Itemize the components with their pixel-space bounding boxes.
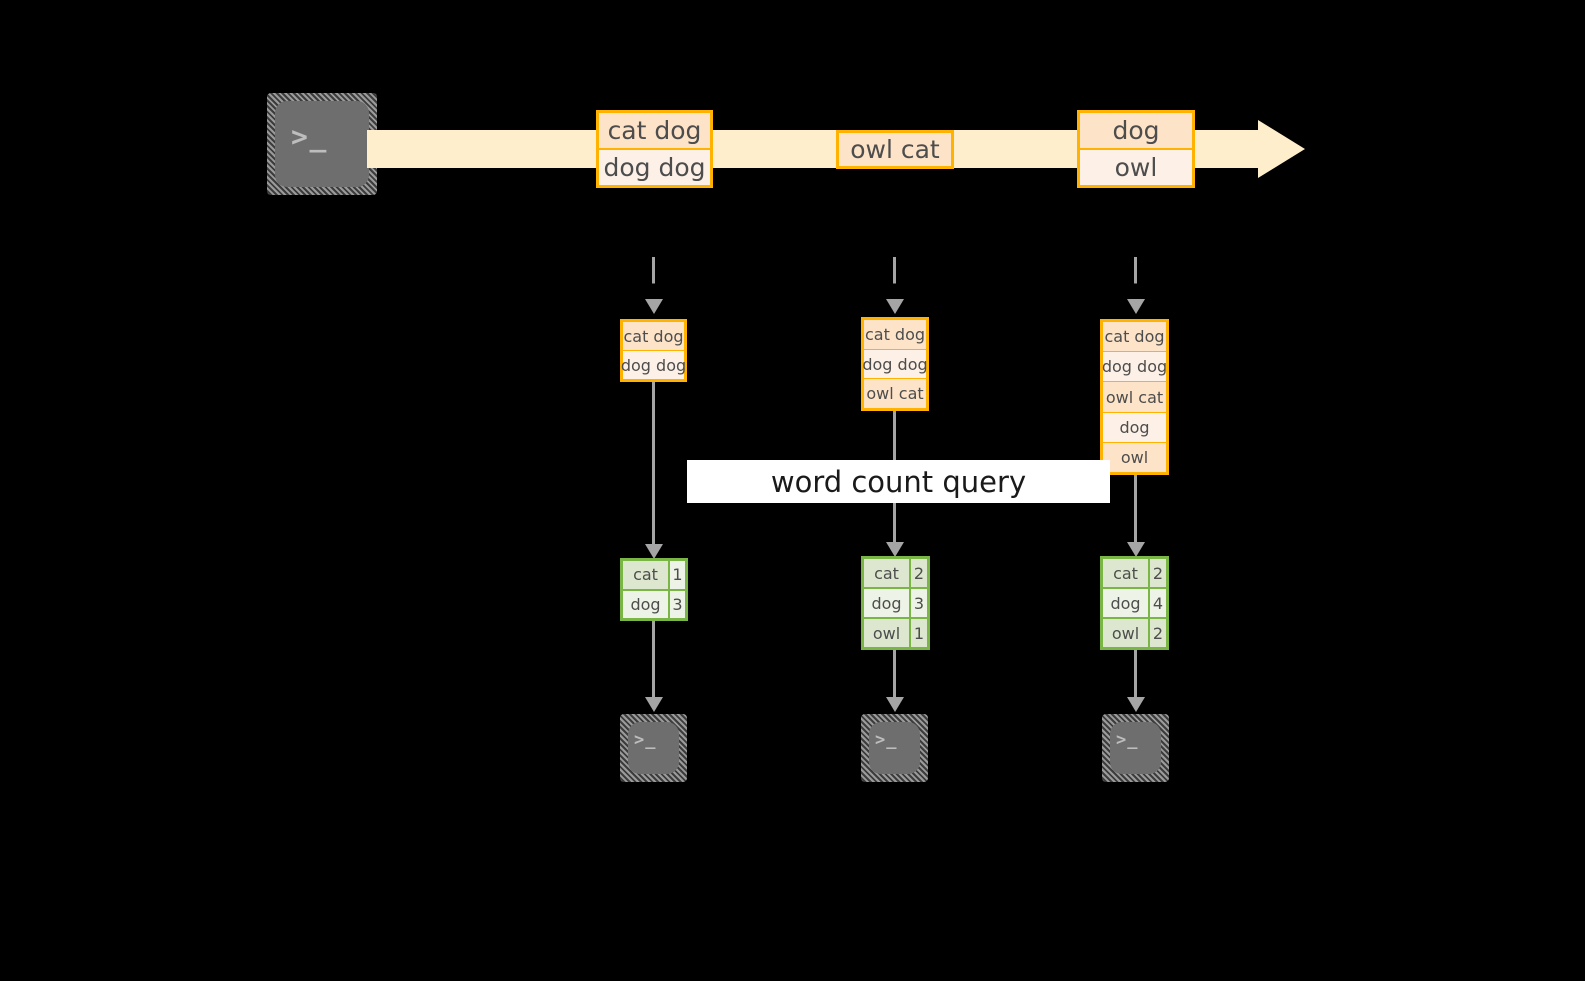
result-word: dog xyxy=(1103,589,1148,617)
terminal-prompt-glyph: >_ xyxy=(875,730,898,750)
table-row: owl 1 xyxy=(864,617,927,647)
stream-record-line: owl xyxy=(1080,148,1192,185)
terminal-body xyxy=(628,722,679,774)
result-count: 4 xyxy=(1148,589,1166,617)
stream-record-line: cat dog xyxy=(599,113,710,148)
snapshot-line: cat dog xyxy=(623,322,684,350)
table-row: dog 4 xyxy=(1103,587,1166,617)
result-to-sink-arrow-line-3 xyxy=(1134,650,1137,699)
result-count: 1 xyxy=(909,619,927,647)
snapshot-line: dog dog xyxy=(621,350,686,379)
snapshot-to-result-arrow-line-1 xyxy=(652,382,655,547)
result-table-1: cat 1 dog 3 xyxy=(620,558,688,621)
result-word: owl xyxy=(1103,619,1148,647)
event-stream-arrowhead xyxy=(1258,120,1305,178)
sink-terminal-icon-2: >_ xyxy=(861,714,928,782)
terminal-prompt-glyph: >_ xyxy=(634,730,657,750)
stream-record-2: owl cat xyxy=(836,130,954,169)
snapshot-to-result-arrow-line-3 xyxy=(1134,475,1137,545)
snapshot-line: dog dog xyxy=(1102,351,1167,382)
query-label-band: word count query xyxy=(687,460,1110,503)
sink-terminal-icon-1: >_ xyxy=(620,714,687,782)
result-to-sink-arrow-head-2 xyxy=(886,697,904,712)
result-table-3: cat 2 dog 4 owl 2 xyxy=(1100,556,1169,650)
snapshot-line: dog xyxy=(1103,411,1166,442)
table-row: cat 2 xyxy=(1103,559,1166,587)
snapshot-to-result-arrow-head-3 xyxy=(1127,542,1145,557)
snapshot-to-result-arrow-head-2 xyxy=(886,542,904,557)
result-to-sink-arrow-line-1 xyxy=(652,621,655,699)
result-word: dog xyxy=(623,590,668,618)
snapshot-line: owl cat xyxy=(864,378,926,409)
result-word: owl xyxy=(864,619,909,647)
result-to-sink-arrow-head-1 xyxy=(645,697,663,712)
stream-to-snapshot-arrow-line-3 xyxy=(1134,257,1137,303)
result-to-sink-arrow-line-2 xyxy=(893,650,896,699)
table-row: cat 1 xyxy=(623,561,685,589)
stream-to-snapshot-arrow-head-2 xyxy=(886,299,904,314)
snapshot-line: cat dog xyxy=(1103,322,1166,352)
snapshot-to-result-arrow-head-1 xyxy=(645,544,663,559)
stream-to-snapshot-arrow-head-3 xyxy=(1127,299,1145,314)
terminal-body xyxy=(869,722,920,774)
result-word: cat xyxy=(623,561,668,589)
table-row: dog 3 xyxy=(864,587,927,617)
result-word: cat xyxy=(864,559,909,587)
stream-record-line: dog xyxy=(1080,113,1192,148)
result-count: 2 xyxy=(1148,559,1166,587)
stream-record-1: cat dog dog dog xyxy=(596,110,713,188)
snapshot-line: owl cat xyxy=(1103,381,1166,412)
snapshot-line: dog dog xyxy=(862,348,928,379)
snapshot-box-1: cat dog dog dog xyxy=(620,319,687,382)
result-to-sink-arrow-head-3 xyxy=(1127,697,1145,712)
stream-record-line: owl cat xyxy=(839,133,951,166)
sink-terminal-icon-3: >_ xyxy=(1102,714,1169,782)
result-count: 2 xyxy=(1148,619,1166,647)
source-terminal-icon: >_ xyxy=(267,93,377,195)
result-count: 2 xyxy=(909,559,927,587)
stream-to-snapshot-arrow-head-1 xyxy=(645,299,663,314)
result-count: 3 xyxy=(668,590,685,618)
snapshot-box-3: cat dog dog dog owl cat dog owl xyxy=(1100,319,1169,475)
query-label-text: word count query xyxy=(770,464,1027,499)
terminal-body xyxy=(1110,722,1161,774)
stream-record-3: dog owl xyxy=(1077,110,1195,188)
snapshot-line: owl xyxy=(1103,441,1166,473)
stream-to-snapshot-arrow-line-2 xyxy=(893,257,896,303)
result-count: 1 xyxy=(668,561,685,589)
result-table-2: cat 2 dog 3 owl 1 xyxy=(861,556,930,650)
snapshot-box-2: cat dog dog dog owl cat xyxy=(861,317,929,411)
terminal-body xyxy=(275,101,369,187)
table-row: dog 3 xyxy=(623,588,685,618)
snapshot-line: cat dog xyxy=(864,320,926,349)
table-row: cat 2 xyxy=(864,559,927,587)
result-count: 3 xyxy=(909,589,927,617)
result-word: cat xyxy=(1103,559,1148,587)
terminal-prompt-glyph: >_ xyxy=(1116,730,1139,750)
stream-to-snapshot-arrow-line-1 xyxy=(652,257,655,303)
stream-record-line: dog dog xyxy=(599,148,710,185)
terminal-prompt-glyph: >_ xyxy=(291,120,329,153)
result-word: dog xyxy=(864,589,909,617)
table-row: owl 2 xyxy=(1103,617,1166,647)
